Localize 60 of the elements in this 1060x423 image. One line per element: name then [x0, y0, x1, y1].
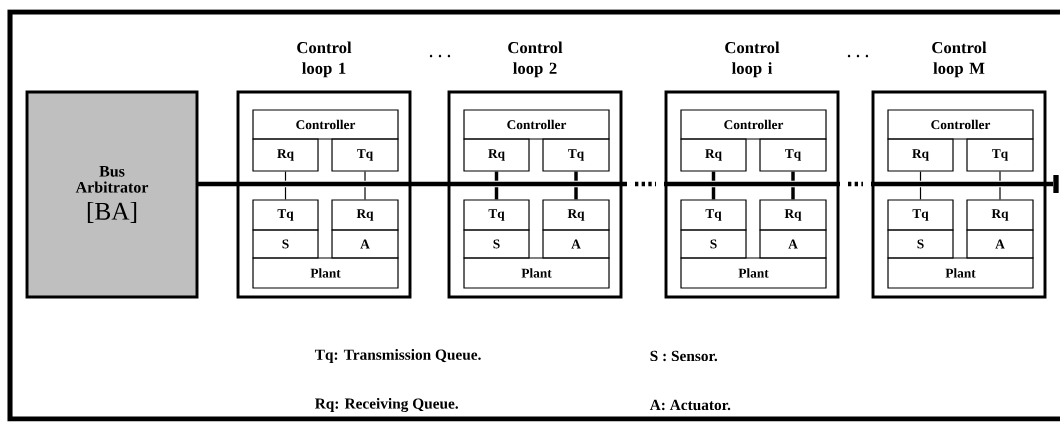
connector-line	[364, 186, 366, 200]
cell-box: A	[966, 229, 1034, 259]
cell-box: Tq	[966, 138, 1034, 172]
connector-line	[574, 171, 578, 181]
cell-box: S	[680, 229, 747, 259]
arbitrator-box: Bus Arbitrator [BA]	[25, 90, 199, 299]
connector-line	[364, 171, 366, 182]
cell-box: Rq	[680, 138, 747, 172]
cell-box: Tq	[542, 138, 610, 172]
connector-line	[791, 187, 795, 200]
cell-box: Tq	[680, 199, 747, 231]
connector-line	[711, 187, 716, 200]
loop-heading: Control loop i	[725, 41, 780, 78]
loop-heading: Control loop 1	[297, 41, 352, 78]
cell-box: S	[252, 229, 319, 259]
cell-box: S	[463, 229, 530, 259]
connector-line	[711, 171, 716, 181]
cell-box: Controller	[887, 109, 1034, 140]
cell-box: Tq	[759, 138, 827, 172]
cell-box: Rq	[463, 138, 530, 172]
cell-box: Tq	[463, 199, 530, 231]
cell-box: Rq	[252, 138, 319, 172]
cell-box: A	[331, 229, 399, 259]
legend-note: Tq: Transmission Queue.	[314, 349, 481, 363]
cell-box: S	[887, 229, 954, 259]
bus-line	[197, 175, 1059, 193]
connector-line	[999, 186, 1001, 200]
loop-heading: Control loop M	[932, 41, 987, 78]
cell-box: Controller	[463, 109, 610, 140]
connector-line	[494, 187, 499, 200]
cell-box: Plant	[463, 257, 610, 289]
legend-note: A: Actuator.	[649, 399, 731, 411]
ellipsis: · · ·	[847, 54, 869, 58]
cell-box: Rq	[542, 199, 610, 231]
connector-line	[791, 171, 795, 181]
cell-box: Controller	[252, 109, 399, 140]
legend-note: S : Sensor.	[650, 350, 718, 362]
cell-box: Plant	[887, 257, 1034, 289]
connector-line	[284, 171, 287, 182]
cell-box: Rq	[966, 199, 1034, 231]
cell-box: Rq	[759, 199, 827, 231]
cell-box: Plant	[680, 257, 827, 289]
cell-box: Plant	[252, 257, 399, 289]
connector-line	[999, 171, 1001, 182]
connector-line	[574, 187, 578, 200]
cell-box: A	[759, 229, 827, 259]
cell-box: Tq	[331, 138, 399, 172]
cell-box: Tq	[252, 199, 319, 231]
cell-box: A	[542, 229, 610, 259]
cell-box: Rq	[887, 138, 954, 172]
connector-line	[919, 171, 922, 182]
connector-line	[284, 186, 287, 200]
ellipsis: · · ·	[429, 54, 451, 58]
legend-note: Rq: Receiving Queue.	[315, 397, 458, 412]
connector-line	[919, 186, 922, 200]
cell-box: Rq	[331, 199, 399, 231]
cell-box: Controller	[680, 109, 827, 140]
cell-box: Tq	[887, 199, 954, 231]
connector-line	[494, 171, 499, 181]
loop-heading: Control loop 2	[508, 41, 563, 78]
